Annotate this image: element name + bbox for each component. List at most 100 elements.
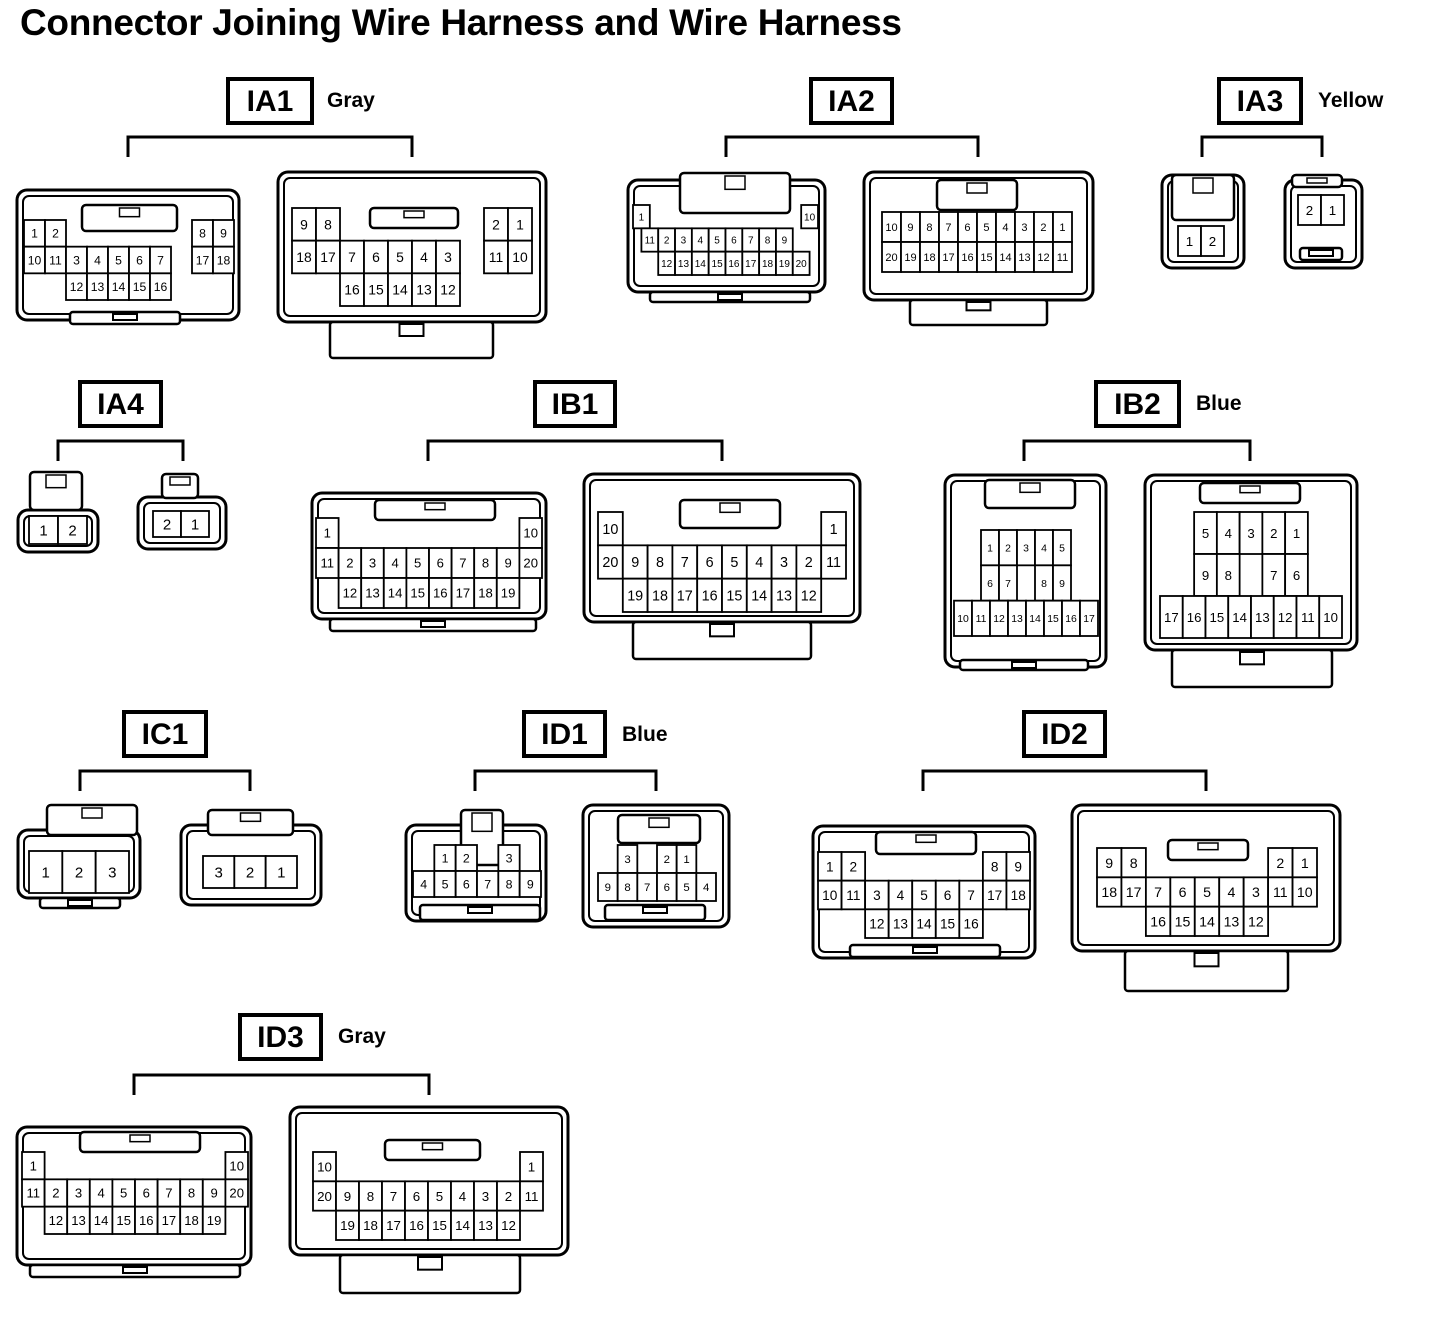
terminal-number: 9: [782, 236, 788, 247]
connector-inner-wall: [869, 177, 1088, 295]
terminal-number: 5: [920, 888, 928, 903]
terminal-number: 4: [897, 888, 905, 903]
terminal-number: 1: [1329, 203, 1336, 218]
terminal-number: 2: [346, 556, 353, 571]
terminal-number: 3: [873, 888, 881, 903]
terminal-number: 7: [1154, 885, 1162, 901]
terminal-number: 12: [1278, 610, 1293, 625]
connector-latch: [80, 203, 179, 233]
terminal-cell: [149, 272, 172, 301]
terminal-number: 12: [440, 282, 456, 298]
terminal-number: 5: [396, 249, 404, 265]
terminal-number: 16: [702, 589, 718, 605]
connector-latch: [206, 808, 295, 837]
terminal-number: 1: [639, 212, 645, 223]
terminal-number: 19: [501, 586, 516, 601]
connector-latch-key: [724, 175, 746, 191]
terminal-number: 4: [1228, 885, 1236, 901]
terminal-number: 13: [71, 1213, 86, 1228]
terminal-number: 14: [1029, 614, 1041, 625]
connector-latch: [1170, 173, 1236, 222]
terminal-number: 14: [1232, 610, 1247, 625]
terminal-number: 11: [645, 236, 656, 247]
connector-foot: [1170, 648, 1334, 689]
terminal-number: 2: [664, 854, 670, 866]
connector-latch-key: [471, 812, 493, 833]
terminal-number: 10: [28, 253, 42, 267]
terminal-cell: [671, 544, 699, 580]
terminal-number: 15: [133, 280, 147, 294]
connector-lock-tab: [642, 906, 668, 914]
connector-code-label: ID2: [1022, 710, 1107, 758]
terminal-cell: [721, 577, 748, 613]
pair-bracket: [126, 135, 414, 157]
terminal-number: 15: [432, 1218, 447, 1233]
connector-latch: [983, 478, 1077, 510]
terminal-number: 15: [368, 282, 384, 298]
terminal-number: 11: [27, 1186, 41, 1201]
terminal-number: 6: [372, 249, 380, 265]
connector-lock-tab: [1193, 952, 1220, 968]
terminal-number: 5: [730, 555, 738, 571]
connector-lock-tab: [1239, 651, 1265, 666]
terminal-number: 13: [91, 280, 105, 294]
terminal-cell: [646, 544, 674, 580]
connector-code-label: IA4: [78, 380, 163, 428]
terminal-cell: [770, 544, 798, 580]
terminal-number: 6: [413, 1189, 420, 1204]
terminal-cell: [696, 544, 723, 580]
terminal-number: 10: [512, 249, 528, 265]
terminal-number: 17: [987, 888, 1002, 903]
terminal-number: 17: [1164, 610, 1179, 625]
terminal-number: 3: [681, 236, 687, 247]
terminal-number: 1: [1186, 234, 1193, 249]
connector-latch: [616, 813, 702, 845]
terminal-number: 4: [97, 1186, 104, 1201]
terminal-number: 9: [1105, 856, 1113, 872]
pair-bracket: [724, 135, 980, 157]
terminal-number: 14: [999, 252, 1011, 264]
terminal-number: 2: [163, 516, 171, 533]
terminal-number: 2: [805, 555, 813, 571]
terminal-number: 12: [801, 589, 817, 605]
terminal-number: 9: [300, 216, 308, 232]
terminal-number: 16: [1150, 914, 1166, 930]
terminal-cell: [519, 1180, 544, 1212]
terminal-number: 14: [695, 259, 707, 270]
connector-inner-wall: [1077, 810, 1335, 946]
terminal-number: 18: [923, 252, 935, 264]
connector-inner-wall: [295, 1112, 563, 1250]
terminal-number: 20: [229, 1186, 244, 1201]
terminal-number: 1: [830, 522, 838, 538]
terminal-number: 3: [1023, 543, 1029, 554]
connector-inner-wall: [283, 177, 541, 317]
terminal-number: 4: [697, 236, 703, 247]
terminal-number: 1: [39, 522, 47, 539]
terminal-number: 2: [1306, 203, 1313, 218]
terminal-number: 7: [348, 249, 356, 265]
terminal-number: 6: [664, 882, 670, 894]
connector-latch-key: [169, 476, 191, 486]
connector-color-label: Gray: [327, 89, 375, 112]
terminal-number: 11: [1057, 252, 1068, 264]
terminal-number: 1: [191, 516, 199, 533]
pair-bracket: [1200, 135, 1324, 157]
terminal-cell: [28, 515, 59, 545]
terminal-number: 20: [602, 555, 618, 571]
terminal-number: 2: [492, 216, 500, 232]
terminal-number: 3: [482, 1189, 489, 1204]
terminal-number: 11: [1273, 885, 1288, 901]
terminal-number: 17: [320, 249, 336, 265]
terminal-number: 17: [162, 1213, 177, 1228]
terminal-cell: [61, 850, 97, 894]
terminal-number: 10: [804, 212, 816, 223]
terminal-number: 8: [926, 222, 932, 234]
terminal-number: 12: [661, 259, 673, 270]
terminal-number: 3: [214, 864, 222, 881]
terminal-number: 8: [324, 216, 332, 232]
terminal-number: 10: [229, 1158, 244, 1173]
